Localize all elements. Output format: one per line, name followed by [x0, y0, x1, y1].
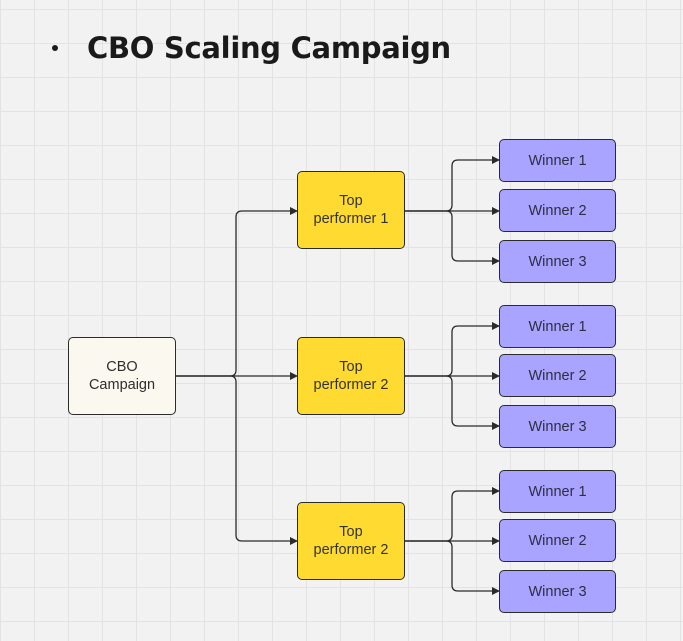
winner-node-g2-1[interactable]: Winner 1: [499, 305, 616, 348]
connector-p1-w1: [404, 156, 500, 212]
top-performer-node-1[interactable]: Top performer 1: [297, 171, 405, 249]
top-performer-node-3[interactable]: Top performer 2: [297, 502, 405, 580]
winner-node-g2-3[interactable]: Winner 3: [499, 405, 616, 448]
winner-label: Winner 1: [528, 318, 587, 335]
winner-label: Winner 2: [528, 367, 587, 384]
winner-node-g1-3[interactable]: Winner 3: [499, 240, 616, 283]
top-performer-label: Top performer 1: [313, 193, 389, 227]
winner-label: Winner 3: [528, 418, 587, 435]
winner-node-g3-1[interactable]: Winner 1: [499, 470, 616, 513]
cbo-campaign-node[interactable]: CBO Campaign: [68, 337, 176, 415]
connector-p2-w3: [404, 375, 500, 430]
page-title-row: CBO Scaling Campaign: [48, 28, 451, 68]
connector-p2-w1: [404, 322, 500, 377]
winner-label: Winner 3: [528, 253, 587, 270]
winner-label: Winner 1: [528, 483, 587, 500]
cbo-campaign-label: CBO Campaign: [88, 359, 156, 393]
page-title: CBO Scaling Campaign: [87, 31, 451, 65]
top-performer-node-2[interactable]: Top performer 2: [297, 337, 405, 415]
top-performer-label: Top performer 2: [313, 524, 389, 558]
connector-root-to-performer-1: [175, 207, 298, 377]
bullet-icon: [52, 45, 58, 51]
connector-p3-w3: [404, 540, 500, 595]
winner-node-g3-3[interactable]: Winner 3: [499, 570, 616, 613]
connector-root-to-performer-3: [175, 375, 298, 545]
connector-p1-w3: [404, 210, 500, 265]
winner-node-g2-2[interactable]: Winner 2: [499, 354, 616, 397]
winner-node-g3-2[interactable]: Winner 2: [499, 519, 616, 562]
winner-label: Winner 2: [528, 532, 587, 549]
winner-node-g1-1[interactable]: Winner 1: [499, 139, 616, 182]
winner-label: Winner 1: [528, 152, 587, 169]
connector-p3-w1: [404, 487, 500, 542]
winner-label: Winner 3: [528, 583, 587, 600]
top-performer-label: Top performer 2: [313, 359, 389, 393]
winner-node-g1-2[interactable]: Winner 2: [499, 189, 616, 232]
winner-label: Winner 2: [528, 202, 587, 219]
